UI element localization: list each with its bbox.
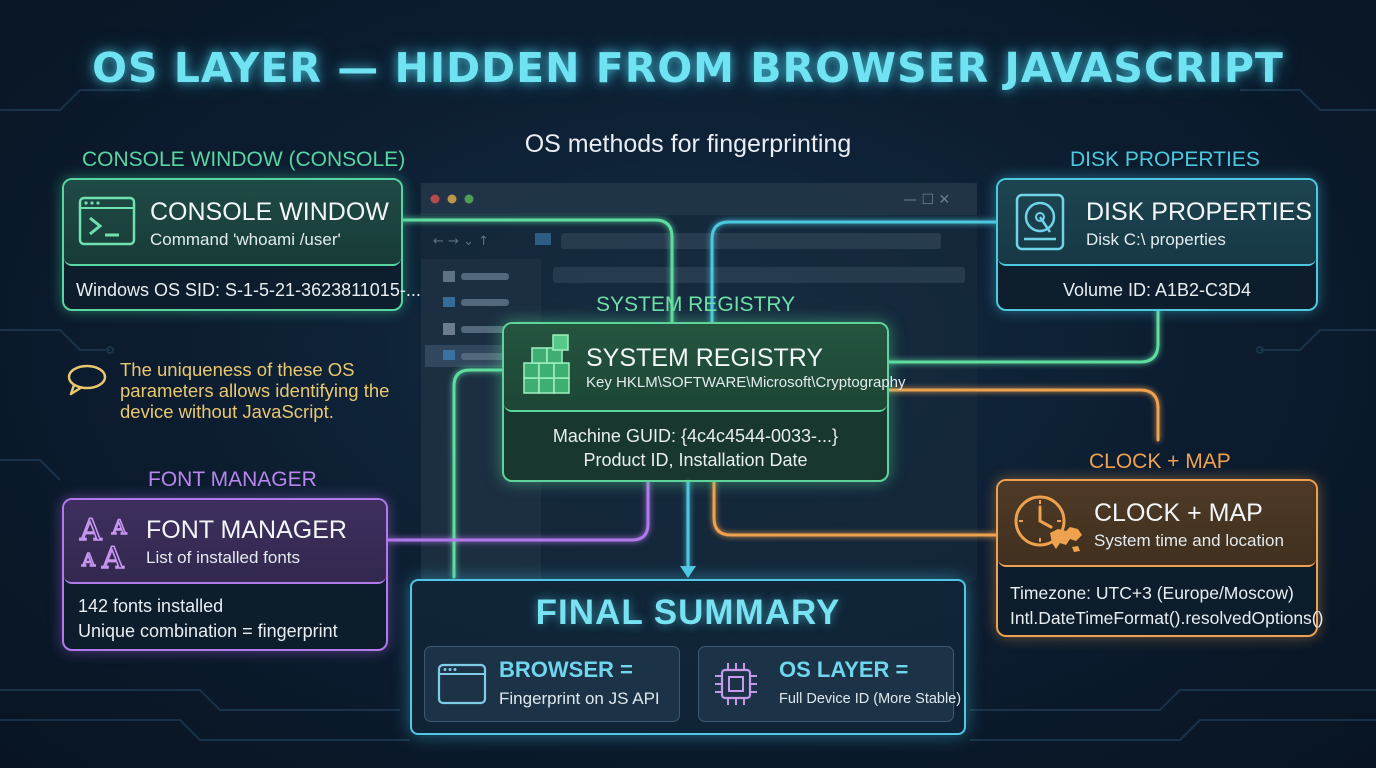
font-count: 142 fonts installed — [78, 596, 224, 616]
browser-summary-desc: Fingerprint on JS API — [499, 689, 660, 708]
circuit-traces — [0, 89, 1376, 741]
disk-card-title: DISK PROPERTIES — [1086, 198, 1312, 226]
clock-map-card: CLOCK + MAP System time and location Tim… — [996, 479, 1323, 637]
uniqueness-note: The uniqueness of these OS parameters al… — [120, 359, 390, 422]
disk-section-label: DISK PROPERTIES — [1070, 148, 1260, 171]
page-subtitle: OS methods for fingerprinting — [524, 130, 852, 158]
system-registry-card: SYSTEM REGISTRY Key HKLM\SOFTWARE\Micros… — [502, 322, 906, 482]
speech-bubble-icon — [66, 363, 108, 402]
disk-properties-card: DISK PROPERTIES Disk C:\ properties Volu… — [996, 178, 1318, 311]
console-sid-value: Windows OS SID: S-1-5-21-3623811015-... — [76, 280, 421, 300]
font-section-label: FONT MANAGER — [148, 468, 317, 491]
clock-timezone: Timezone: UTC+3 (Europe/Moscow) — [1010, 583, 1294, 603]
console-card-title: CONSOLE WINDOW — [150, 198, 389, 226]
os-layer-summary-card: OS LAYER = Full Device ID (More Stable) — [698, 646, 961, 722]
registry-card-header: SYSTEM REGISTRY Key HKLM\SOFTWARE\Micros… — [504, 324, 906, 412]
registry-card-subtitle: Key HKLM\SOFTWARE\Microsoft\Cryptography — [586, 374, 906, 391]
console-to-registry-line — [400, 218, 674, 324]
svg-text:— ☐ ✕: — ☐ ✕ — [903, 192, 950, 208]
registry-to-clock-line — [886, 388, 1160, 442]
hard-drive-icon — [1014, 192, 1068, 257]
font-glyph: A — [79, 513, 102, 548]
svg-text:← → ⌄ ↑: ← → ⌄ ↑ — [433, 234, 489, 249]
disk-to-registry-line — [710, 220, 998, 324]
registry-machine-guid: Machine GUID: {4c4c4544-0033-...} — [552, 426, 839, 446]
font-glyph: A — [81, 550, 96, 571]
registry-cubes-icon — [520, 334, 576, 405]
font-glyph: A — [111, 515, 127, 539]
summary-arrowhead — [680, 566, 696, 578]
font-manager-card: A A A A FONT MANAGER List of installed f… — [62, 498, 388, 651]
terminal-icon — [78, 196, 138, 253]
final-summary-title: FINAL SUMMARY — [535, 593, 841, 632]
console-card-header: CONSOLE WINDOW Command 'whoami /user' — [64, 180, 401, 266]
font-card-title: FONT MANAGER — [146, 516, 347, 544]
console-window-card: CONSOLE WINDOW Command 'whoami /user' Wi… — [62, 178, 421, 311]
registry-card-title: SYSTEM REGISTRY — [586, 344, 824, 372]
registry-product-info: Product ID, Installation Date — [583, 450, 808, 470]
console-section-label: CONSOLE WINDOW (CONSOLE) — [82, 148, 406, 171]
clock-intl-call: Intl.DateTimeFormat().resolvedOptions() — [1010, 608, 1324, 628]
disk-card-subtitle: Disk C:\ properties — [1086, 230, 1226, 249]
font-fingerprint-note: Unique combination = fingerprint — [78, 621, 338, 641]
font-glyphs-icon: A A A A — [78, 512, 138, 577]
browser-summary-title: BROWSER = — [499, 657, 633, 682]
registry-section-label: SYSTEM REGISTRY — [596, 293, 796, 316]
clock-section-label: CLOCK + MAP — [1089, 450, 1231, 473]
disk-card-header: DISK PROPERTIES Disk C:\ properties — [998, 180, 1316, 266]
clock-card-subtitle: System time and location — [1094, 531, 1284, 550]
disk-volume-id: Volume ID: A1B2-C3D4 — [1062, 280, 1252, 300]
font-card-header: A A A A FONT MANAGER List of installed f… — [64, 500, 386, 584]
clock-to-registry-line — [712, 480, 998, 537]
font-to-registry-line — [386, 480, 650, 542]
page-title: OS LAYER — HIDDEN FROM BROWSER JAVASCRIP… — [92, 44, 1284, 92]
cpu-chip-icon — [711, 659, 761, 714]
registry-to-final-line — [452, 368, 504, 579]
font-glyph: A — [101, 541, 124, 576]
registry-to-disk-line — [886, 308, 1160, 364]
browser-summary-card: BROWSER = Fingerprint on JS API — [424, 646, 680, 722]
console-card-subtitle: Command 'whoami /user' — [150, 230, 341, 249]
clock-card-header: CLOCK + MAP System time and location — [998, 481, 1316, 567]
os-layer-summary-title: OS LAYER = — [779, 657, 909, 682]
os-layer-summary-desc: Full Device ID (More Stable) — [779, 691, 962, 707]
clock-map-icon — [1010, 491, 1086, 562]
font-card-subtitle: List of installed fonts — [146, 548, 301, 567]
final-summary-panel: FINAL SUMMARY BROWSER = Fingerprint on J… — [410, 579, 966, 735]
clock-card-title: CLOCK + MAP — [1094, 499, 1263, 527]
browser-window-icon — [437, 663, 487, 710]
